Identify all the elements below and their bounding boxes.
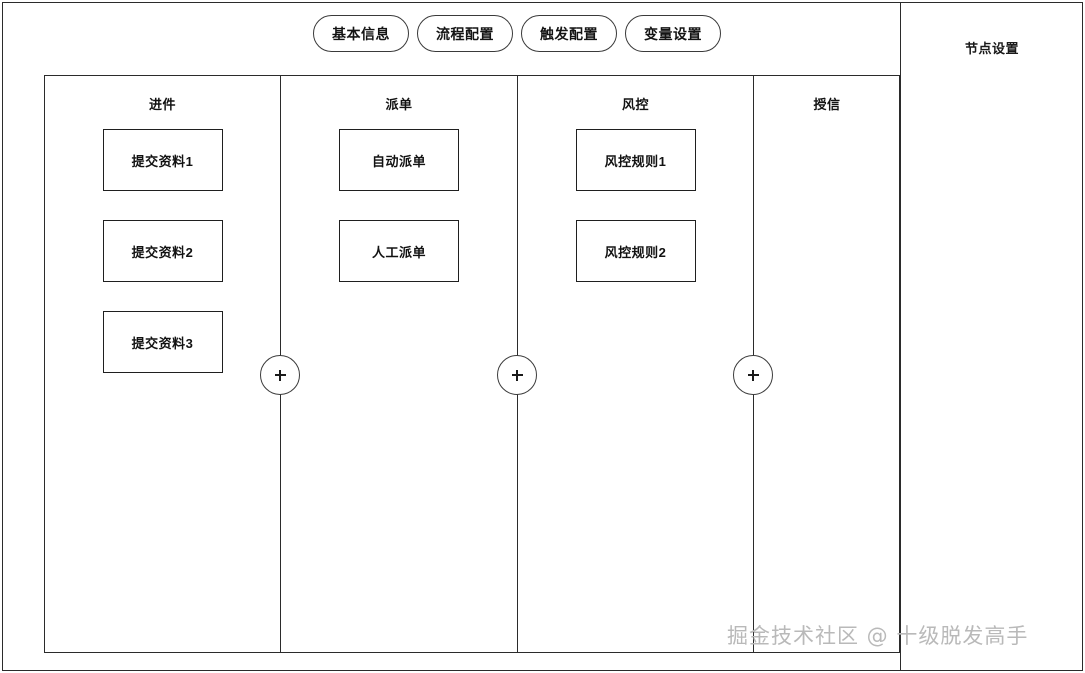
stage-dispatch-title: 派单 <box>385 97 413 112</box>
tab-bar: 基本信息 流程配置 触发配置 变量设置 <box>313 15 721 52</box>
stage-dispatch-node-list: 自动派单 人工派单 <box>281 129 517 282</box>
node-card-auto-dispatch-label: 自动派单 <box>371 153 426 169</box>
node-card-risk-rule-2[interactable]: 风控规则2 <box>575 220 696 282</box>
stage-intake-node-list: 提交资料1 提交资料2 提交资料3 <box>45 129 280 373</box>
stage-risk-control[interactable]: 风控 风控规则1 风控规则2 <box>518 76 753 652</box>
add-stage-button-1[interactable] <box>260 355 300 395</box>
stage-credit-title: 授信 <box>813 97 841 112</box>
plus-icon <box>747 369 759 381</box>
stage-dispatch[interactable]: 派单 自动派单 人工派单 <box>281 76 517 652</box>
stage-credit[interactable]: 授信 <box>754 76 900 652</box>
node-card-submit-3[interactable]: 提交资料3 <box>102 311 223 373</box>
tab-variable-config[interactable]: 变量设置 <box>625 15 721 52</box>
stage-intake[interactable]: 进件 提交资料1 提交资料2 提交资料3 <box>45 76 280 652</box>
node-card-submit-2-label: 提交资料2 <box>131 244 194 260</box>
node-card-risk-rule-1-label: 风控规则1 <box>604 153 667 169</box>
plus-icon <box>511 369 523 381</box>
node-card-manual-dispatch[interactable]: 人工派单 <box>339 220 459 282</box>
tab-trigger-config[interactable]: 触发配置 <box>521 15 617 52</box>
node-card-risk-rule-2-label: 风控规则2 <box>604 244 667 260</box>
panel-split-divider <box>900 2 901 671</box>
node-card-manual-dispatch-label: 人工派单 <box>371 244 426 260</box>
tab-trigger-config-label: 触发配置 <box>540 25 598 42</box>
node-card-submit-1-label: 提交资料1 <box>131 153 194 169</box>
stage-risk-control-title: 风控 <box>621 97 649 112</box>
stage-risk-control-node-list: 风控规则1 风控规则2 <box>518 129 753 282</box>
node-card-auto-dispatch[interactable]: 自动派单 <box>339 129 459 191</box>
node-settings-title: 节点设置 <box>964 41 1019 56</box>
add-stage-button-3[interactable] <box>733 355 773 395</box>
node-settings-panel: 节点设置 <box>901 2 1083 671</box>
add-stage-button-2[interactable] <box>497 355 537 395</box>
tab-flow-config-label: 流程配置 <box>436 25 494 42</box>
plus-icon <box>274 369 286 381</box>
flow-canvas[interactable]: 进件 提交资料1 提交资料2 提交资料3 派单 自动派单 <box>44 75 900 653</box>
stage-intake-title: 进件 <box>148 97 176 112</box>
tab-basic-info[interactable]: 基本信息 <box>313 15 409 52</box>
tab-basic-info-label: 基本信息 <box>332 25 390 42</box>
node-card-risk-rule-1[interactable]: 风控规则1 <box>575 129 696 191</box>
node-card-submit-1[interactable]: 提交资料1 <box>102 129 223 191</box>
node-card-submit-2[interactable]: 提交资料2 <box>102 220 223 282</box>
tab-flow-config[interactable]: 流程配置 <box>417 15 513 52</box>
tab-variable-config-label: 变量设置 <box>644 25 702 42</box>
node-card-submit-3-label: 提交资料3 <box>131 335 194 351</box>
